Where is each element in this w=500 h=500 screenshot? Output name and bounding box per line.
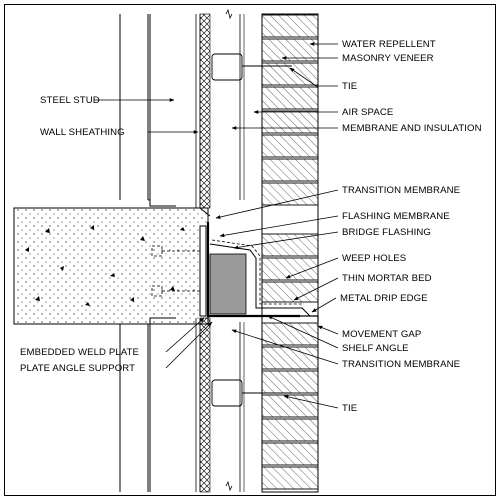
label-air-space: AIR SPACE [342, 107, 393, 118]
label-membrane-insulation: MEMBRANE AND INSULATION [342, 123, 482, 134]
brick-course [261, 134, 319, 158]
label-movement-gap: MOVEMENT GAP [342, 329, 421, 340]
brick-course [261, 346, 319, 370]
weld-plate [199, 225, 207, 317]
label-water-repellent: WATER REPELLENT [342, 39, 436, 50]
brick-course [261, 110, 319, 134]
membrane-band-top [199, 13, 211, 209]
brick-course [261, 158, 319, 182]
label-bridge-flashing: BRIDGE FLASHING [342, 227, 431, 238]
leaders [94, 42, 339, 409]
veneer-outline [261, 13, 319, 493]
label-transition-membrane-bottom: TRANSITION MEMBRANE [342, 359, 460, 370]
brick-course [261, 442, 319, 466]
brick-course [261, 370, 319, 394]
break-marks [225, 8, 233, 492]
label-metal-drip-edge: METAL DRIP EDGE [340, 293, 428, 304]
callouts: WATER REPELLENT MASONRY VENEER TIE AIR S… [20, 39, 482, 414]
label-flashing-membrane: FLASHING MEMBRANE [342, 211, 450, 222]
brick-course [261, 394, 319, 418]
label-embedded-weld-plate: EMBEDDED WELD PLATE [20, 347, 139, 358]
embedded-anchors [151, 245, 200, 297]
ties [211, 53, 292, 407]
steel-stud-wall [119, 14, 176, 492]
concrete-slab [13, 207, 209, 325]
brick-course [261, 418, 319, 442]
brick-course [261, 466, 319, 490]
label-wall-sheathing: WALL SHEATHING [40, 127, 125, 138]
label-plate-angle-support: PLATE ANGLE SUPPORT [20, 363, 135, 374]
brick-course [261, 86, 319, 110]
label-steel-stud: STEEL STUD [40, 95, 100, 106]
brick-course [261, 14, 319, 38]
label-masonry-veneer: MASONRY VENEER [342, 53, 434, 64]
label-transition-membrane-top: TRANSITION MEMBRANE [342, 185, 460, 196]
label-shelf-angle: SHELF ANGLE [342, 343, 409, 354]
label-tie-top: TIE [342, 81, 357, 92]
label-thin-mortar-bed: THIN MORTAR BED [342, 273, 432, 284]
label-weep-holes: WEEP HOLES [342, 253, 406, 264]
label-tie-bottom: TIE [342, 403, 357, 414]
brick-course [261, 233, 319, 257]
membrane-band-bottom [199, 317, 211, 493]
brick-course [261, 182, 319, 206]
masonry-veneer [261, 13, 319, 493]
drawing-border [4, 4, 496, 496]
